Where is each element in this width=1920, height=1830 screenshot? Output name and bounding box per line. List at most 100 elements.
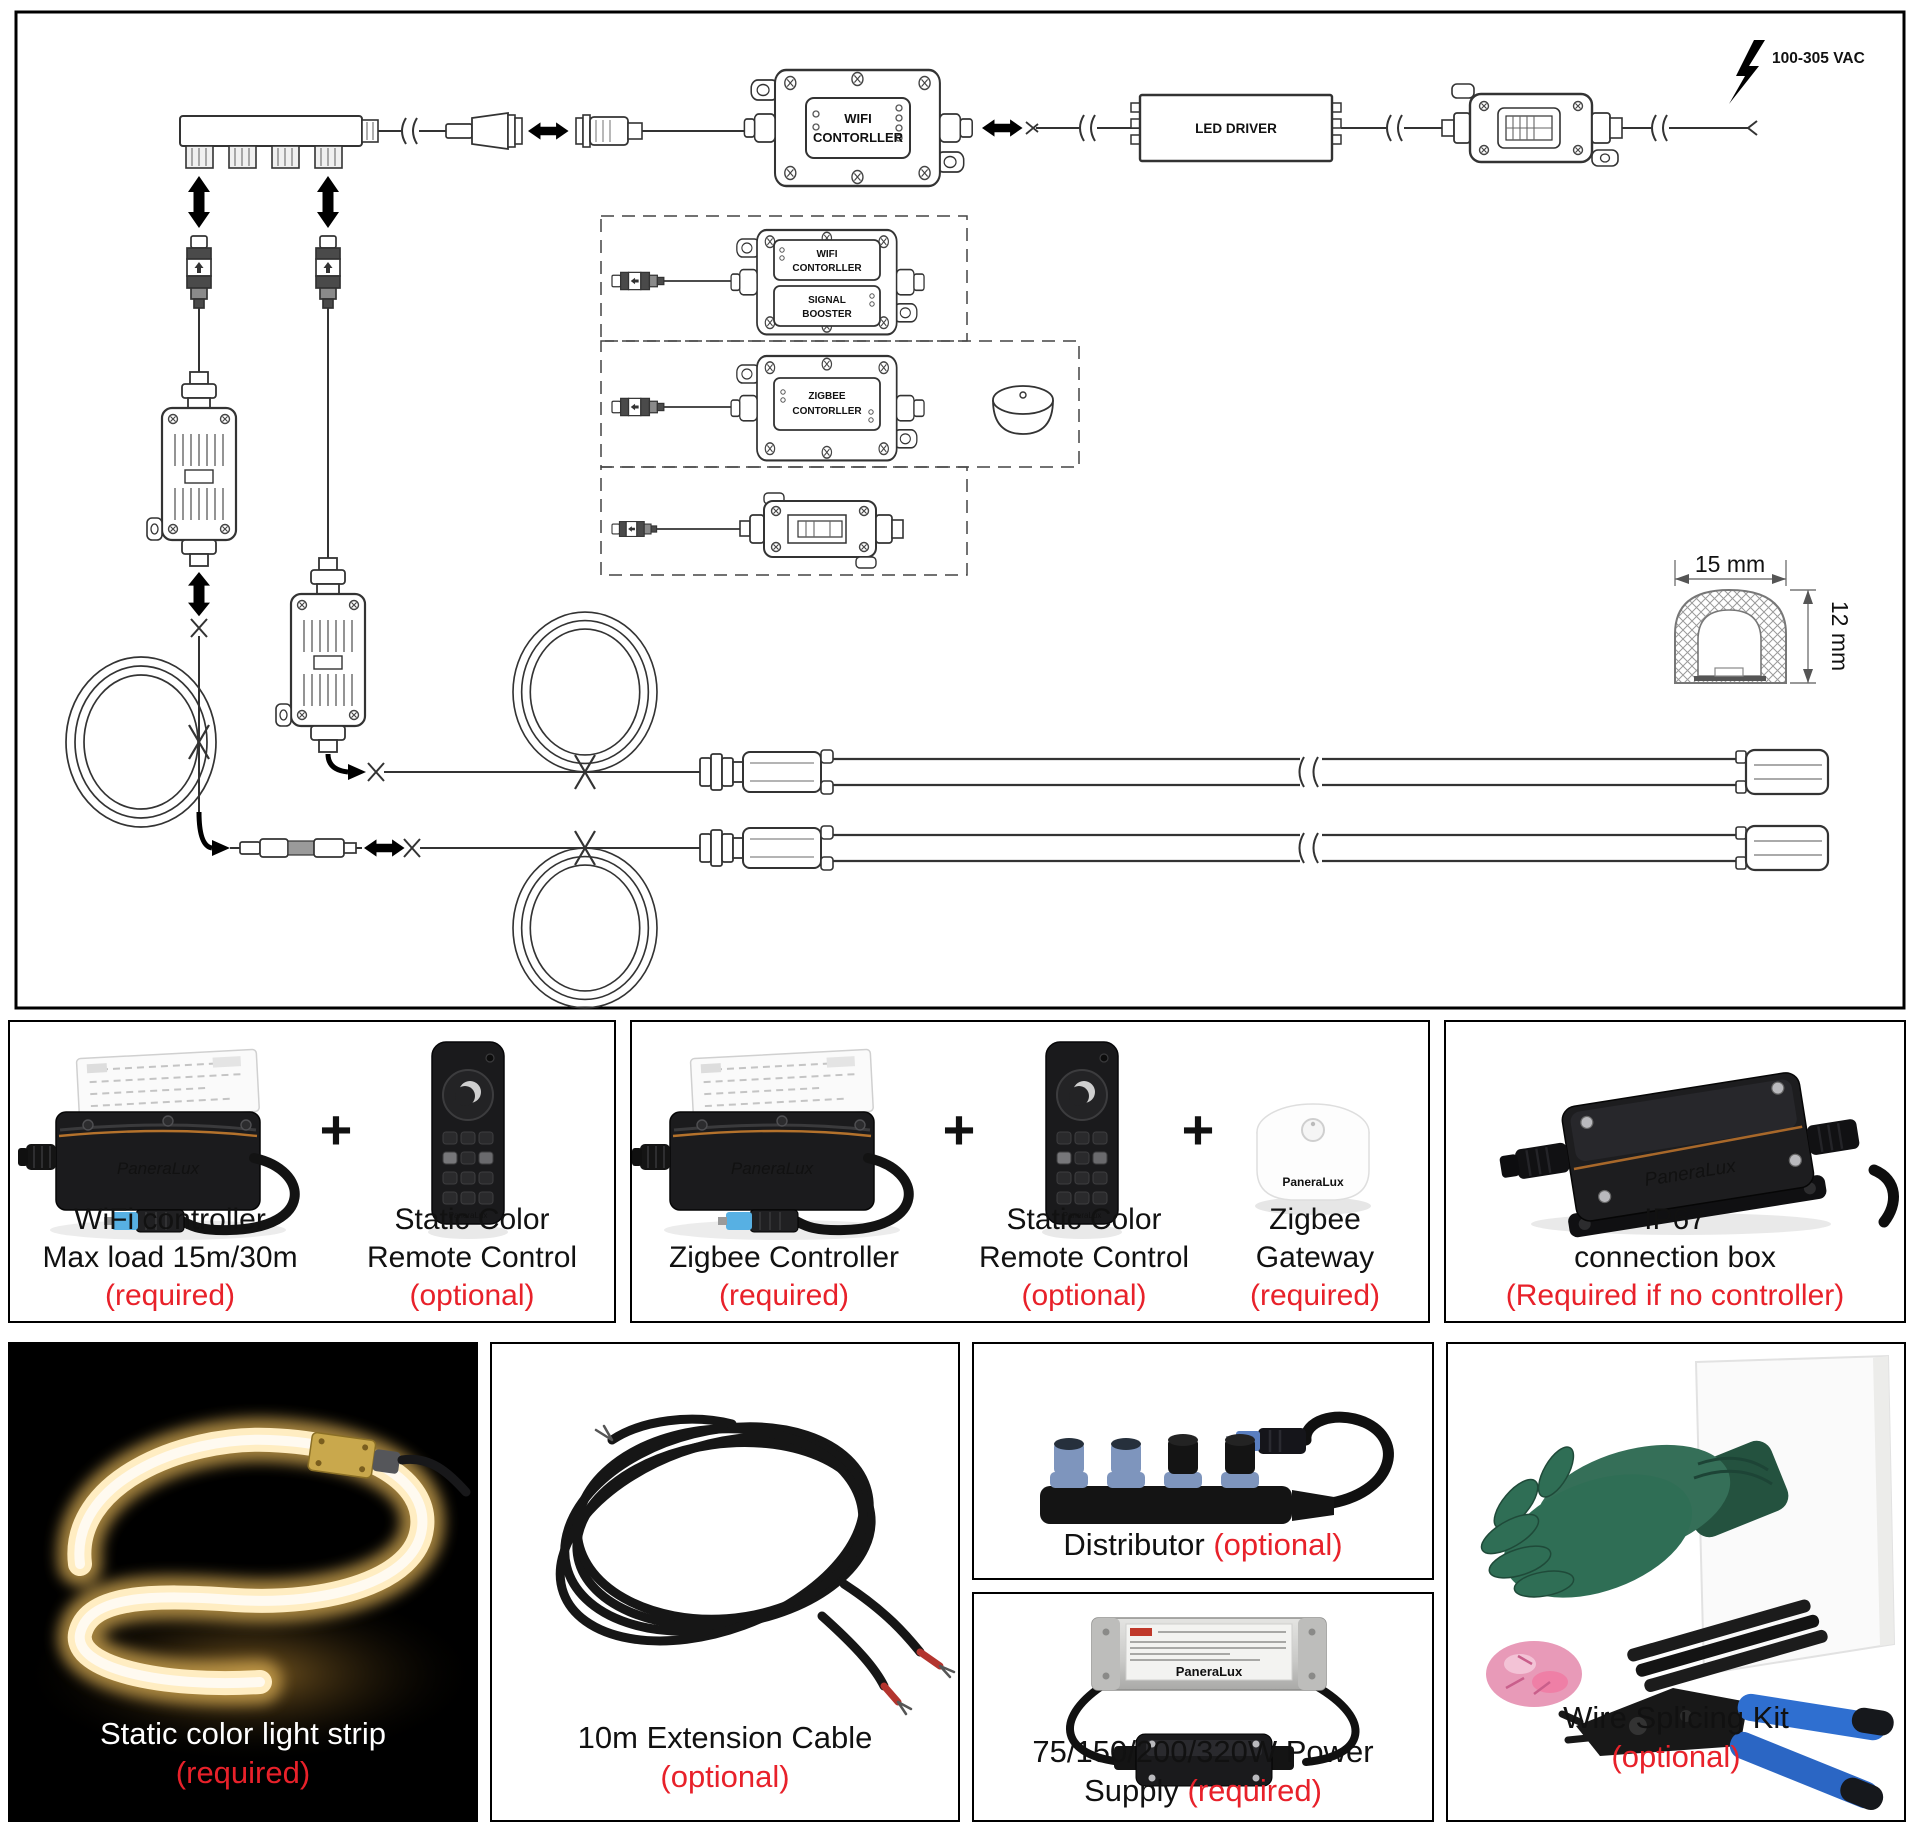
extension-cable-card: 10m Extension Cable (optional) [490, 1342, 960, 1822]
splicing-kit-caption: Wire Splicing Kit (optional) [1448, 1698, 1904, 1776]
ip67-caption: IP67 connection box (Required if no cont… [1446, 1193, 1904, 1315]
crimper-drawing [1558, 1688, 1894, 1811]
caption-line: 10m Extension Cable [577, 1720, 873, 1755]
power-label: 100-305 VAC [1772, 50, 1865, 67]
brand-text: PaneraLux [1176, 1664, 1243, 1679]
caption-line: Remote Control [978, 1241, 1190, 1274]
connection-box-drawing [147, 372, 236, 566]
zigbee-option-drawing: ZIGBEE CONTORLLER [611, 356, 1054, 460]
zigbee-controller-caption: Zigbee Controller (required) [634, 1193, 934, 1315]
caption-note: (optional) [1021, 1279, 1147, 1312]
arrow-icon [188, 572, 210, 617]
caption-line: Static Color [1006, 1203, 1162, 1236]
diagram-border [14, 10, 1906, 1010]
light-strip-2-drawing [420, 824, 1830, 1009]
wifi-label-line2: CONTORLLER [813, 130, 904, 145]
caption-line: Supply (required) [974, 1771, 1432, 1810]
ip67-box-photo: PaneraLux [1499, 1072, 1899, 1238]
caption-line: Zigbee Controller [668, 1241, 900, 1274]
ip67-box-card: PaneraLux IP67 connection box (Required … [1444, 1020, 1906, 1323]
wifi-label-line1: WIFI [844, 111, 871, 126]
ac-connection-box-drawing [1441, 83, 1623, 167]
light-strip-card: Static color light strip (required) [8, 1342, 478, 1822]
wifi-kit-captions: WiFi controller Max load 15m/30m (requir… [10, 1193, 614, 1315]
svg-text:ZIGBEE: ZIGBEE [808, 391, 846, 402]
plug-connector-icon [315, 235, 341, 309]
plus-sign: + [1181, 1098, 1215, 1161]
light-strip-photo [10, 1344, 476, 1820]
caption-line: Static Color [394, 1203, 550, 1236]
led-driver-drawing: LED DRIVER [1130, 93, 1342, 163]
male-connector-drawing [445, 111, 523, 151]
caption-text: Distributor [1063, 1527, 1205, 1562]
gateway-caption: Zigbee Gateway (required) [1215, 1193, 1415, 1315]
distributor-photo [1040, 1411, 1394, 1524]
connection-box-drawing [276, 558, 365, 752]
power-supply-caption: 75/150/200/320W Power Supply (required) [974, 1732, 1432, 1810]
installation-diagram: WIFI CONTORLLER LED DRIVER 100-305 VAC W… [14, 10, 1906, 1010]
inline-connector-drawing [230, 838, 362, 858]
caption-line: Max load 15m/30m [42, 1241, 298, 1274]
heat-shrink-drawing [1627, 1599, 1828, 1692]
strip-cross-section: 15 mm 12 mm [1674, 551, 1853, 684]
distributor-card: Distributor (optional) [972, 1342, 1434, 1580]
connection-box-option-drawing [611, 492, 904, 569]
arrow-icon [317, 176, 339, 228]
led-driver-label: LED DRIVER [1195, 121, 1277, 136]
pink-connectors-drawing [1486, 1641, 1582, 1707]
caption-line: WiFi controller [74, 1203, 266, 1236]
caption-line: Zigbee [1269, 1203, 1361, 1236]
svg-text:BOOSTER: BOOSTER [802, 309, 852, 320]
strip-caption: Static color light strip (required) [10, 1714, 476, 1792]
arrow-icon [982, 119, 1023, 137]
caption-line: Gateway [1255, 1241, 1375, 1274]
lightning-bolt-icon [1729, 40, 1765, 104]
caption-line: connection box [1574, 1241, 1776, 1274]
plug-connector-icon [186, 235, 212, 309]
splicing-kit-photo [1480, 1354, 1896, 1811]
caption-line: Static color light strip [100, 1716, 386, 1751]
caption-note: (optional) [660, 1759, 790, 1794]
caption-note: (optional) [1611, 1739, 1741, 1774]
female-connector-drawing [575, 114, 643, 148]
cable [198, 308, 329, 558]
caption-line: 75/150/200/320W Power [1032, 1734, 1374, 1769]
arrow-icon [528, 122, 569, 140]
power-supply-photo: PaneraLux [1066, 1617, 1360, 1787]
caption-text: Supply [1084, 1773, 1179, 1808]
curved-arrow-icon [348, 764, 366, 780]
gloves-drawing [1480, 1440, 1789, 1598]
diagram-panel: WIFI CONTORLLER LED DRIVER 100-305 VAC W… [14, 10, 1906, 1010]
wifi-booster-option-drawing: WIFI CONTORLLER SIGNAL BOOSTER [611, 230, 924, 334]
caption-line: IP67 [1644, 1203, 1706, 1236]
zigbee-kit-card: + + Zigbee Controller (required) Static … [630, 1020, 1430, 1323]
caption-line: Remote Control [366, 1241, 578, 1274]
caption-note: (Required if no controller) [1505, 1279, 1845, 1312]
caption-line: Wire Splicing Kit [1563, 1700, 1789, 1735]
distributor-caption: Distributor (optional) [974, 1525, 1432, 1564]
extension-cable-photo [555, 1414, 956, 1716]
caption-note: (optional) [1213, 1527, 1343, 1562]
wifi-kit-card: + WiFi controller Max load 15m/30m (requ… [8, 1020, 616, 1323]
caption-note: (required) [175, 1755, 311, 1790]
caption-note: (optional) [409, 1279, 535, 1312]
curved-arrow-icon [212, 840, 230, 856]
cable-coil-drawing [65, 656, 217, 828]
remote-caption: Static Color Remote Control (optional) [336, 1193, 608, 1315]
option-boxes-outline [600, 215, 1080, 576]
arrow-icon [188, 176, 210, 228]
dim-height-label: 12 mm [1827, 601, 1853, 671]
power-supply-card: PaneraLux 75/150/200/320W Power Supply (… [972, 1592, 1434, 1822]
svg-text:CONTORLLER: CONTORLLER [792, 263, 862, 274]
arrow-icon [364, 839, 405, 857]
caption-note: (required) [104, 1279, 236, 1312]
svg-text:WIFI: WIFI [816, 249, 837, 260]
plus-sign: + [319, 1098, 353, 1161]
caption-note: (required) [1187, 1773, 1322, 1808]
extension-caption: 10m Extension Cable (optional) [492, 1718, 958, 1796]
remote-caption: Static Color Remote Control (optional) [934, 1193, 1234, 1315]
splicing-kit-card: Wire Splicing Kit (optional) [1446, 1342, 1906, 1822]
wifi-controller-caption: WiFi controller Max load 15m/30m (requir… [10, 1193, 330, 1315]
zigbee-gateway-drawing [992, 385, 1054, 435]
